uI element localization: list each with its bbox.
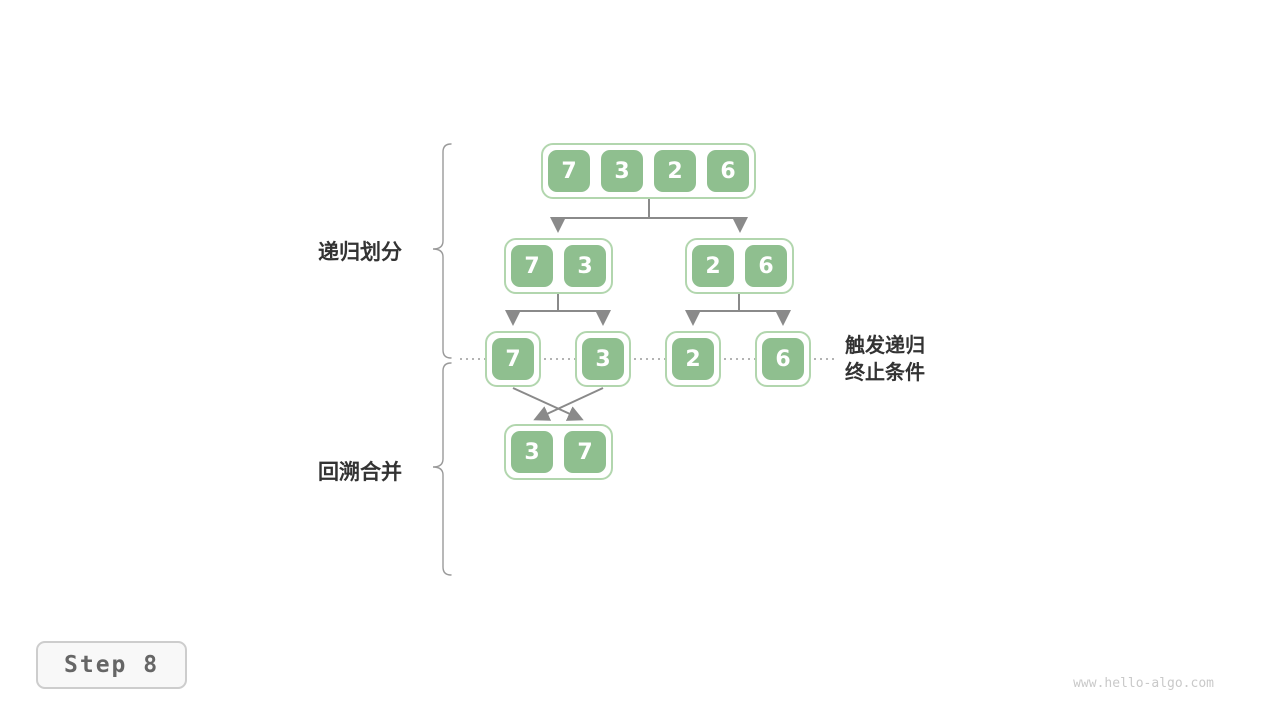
- array-node-right-pair: 2 6: [685, 238, 794, 294]
- array-cell: 2: [654, 150, 696, 192]
- merge-cross-arrows: [512, 387, 604, 421]
- array-cell: 3: [511, 431, 553, 473]
- merge-brace: [432, 362, 452, 576]
- array-cell: 2: [692, 245, 734, 287]
- watermark: www.hello-algo.com: [1073, 676, 1214, 691]
- array-cell: 6: [707, 150, 749, 192]
- array-node-root: 7 3 2 6: [541, 143, 756, 199]
- array-node-leaf-6: 6: [755, 331, 811, 387]
- step-badge: Step 8: [36, 641, 188, 689]
- array-node-leaf-3: 3: [575, 331, 631, 387]
- array-cell: 7: [492, 338, 534, 380]
- label-base-case-line2: 终止条件: [845, 360, 925, 384]
- array-node-leaf-2: 2: [665, 331, 721, 387]
- array-cell: 7: [564, 431, 606, 473]
- array-cell: 6: [745, 245, 787, 287]
- divide-arrows-right: [685, 294, 791, 326]
- array-node-merged-pair: 3 7: [504, 424, 613, 480]
- array-node-left-pair: 7 3: [504, 238, 613, 294]
- array-cell: 3: [582, 338, 624, 380]
- array-cell: 3: [564, 245, 606, 287]
- array-cell: 7: [511, 245, 553, 287]
- array-cell: 3: [601, 150, 643, 192]
- array-cell: 2: [672, 338, 714, 380]
- divide-arrows-left: [505, 294, 611, 326]
- divide-arrows-root: [550, 199, 748, 233]
- label-base-case: 触发递归 终止条件: [845, 332, 925, 386]
- array-cell: 7: [548, 150, 590, 192]
- label-backtrack-merge: 回溯合并: [318, 460, 402, 484]
- label-base-case-line1: 触发递归: [845, 333, 925, 357]
- array-cell: 6: [762, 338, 804, 380]
- label-recursive-divide: 递归划分: [318, 240, 402, 264]
- divide-brace: [432, 143, 452, 359]
- array-node-leaf-7: 7: [485, 331, 541, 387]
